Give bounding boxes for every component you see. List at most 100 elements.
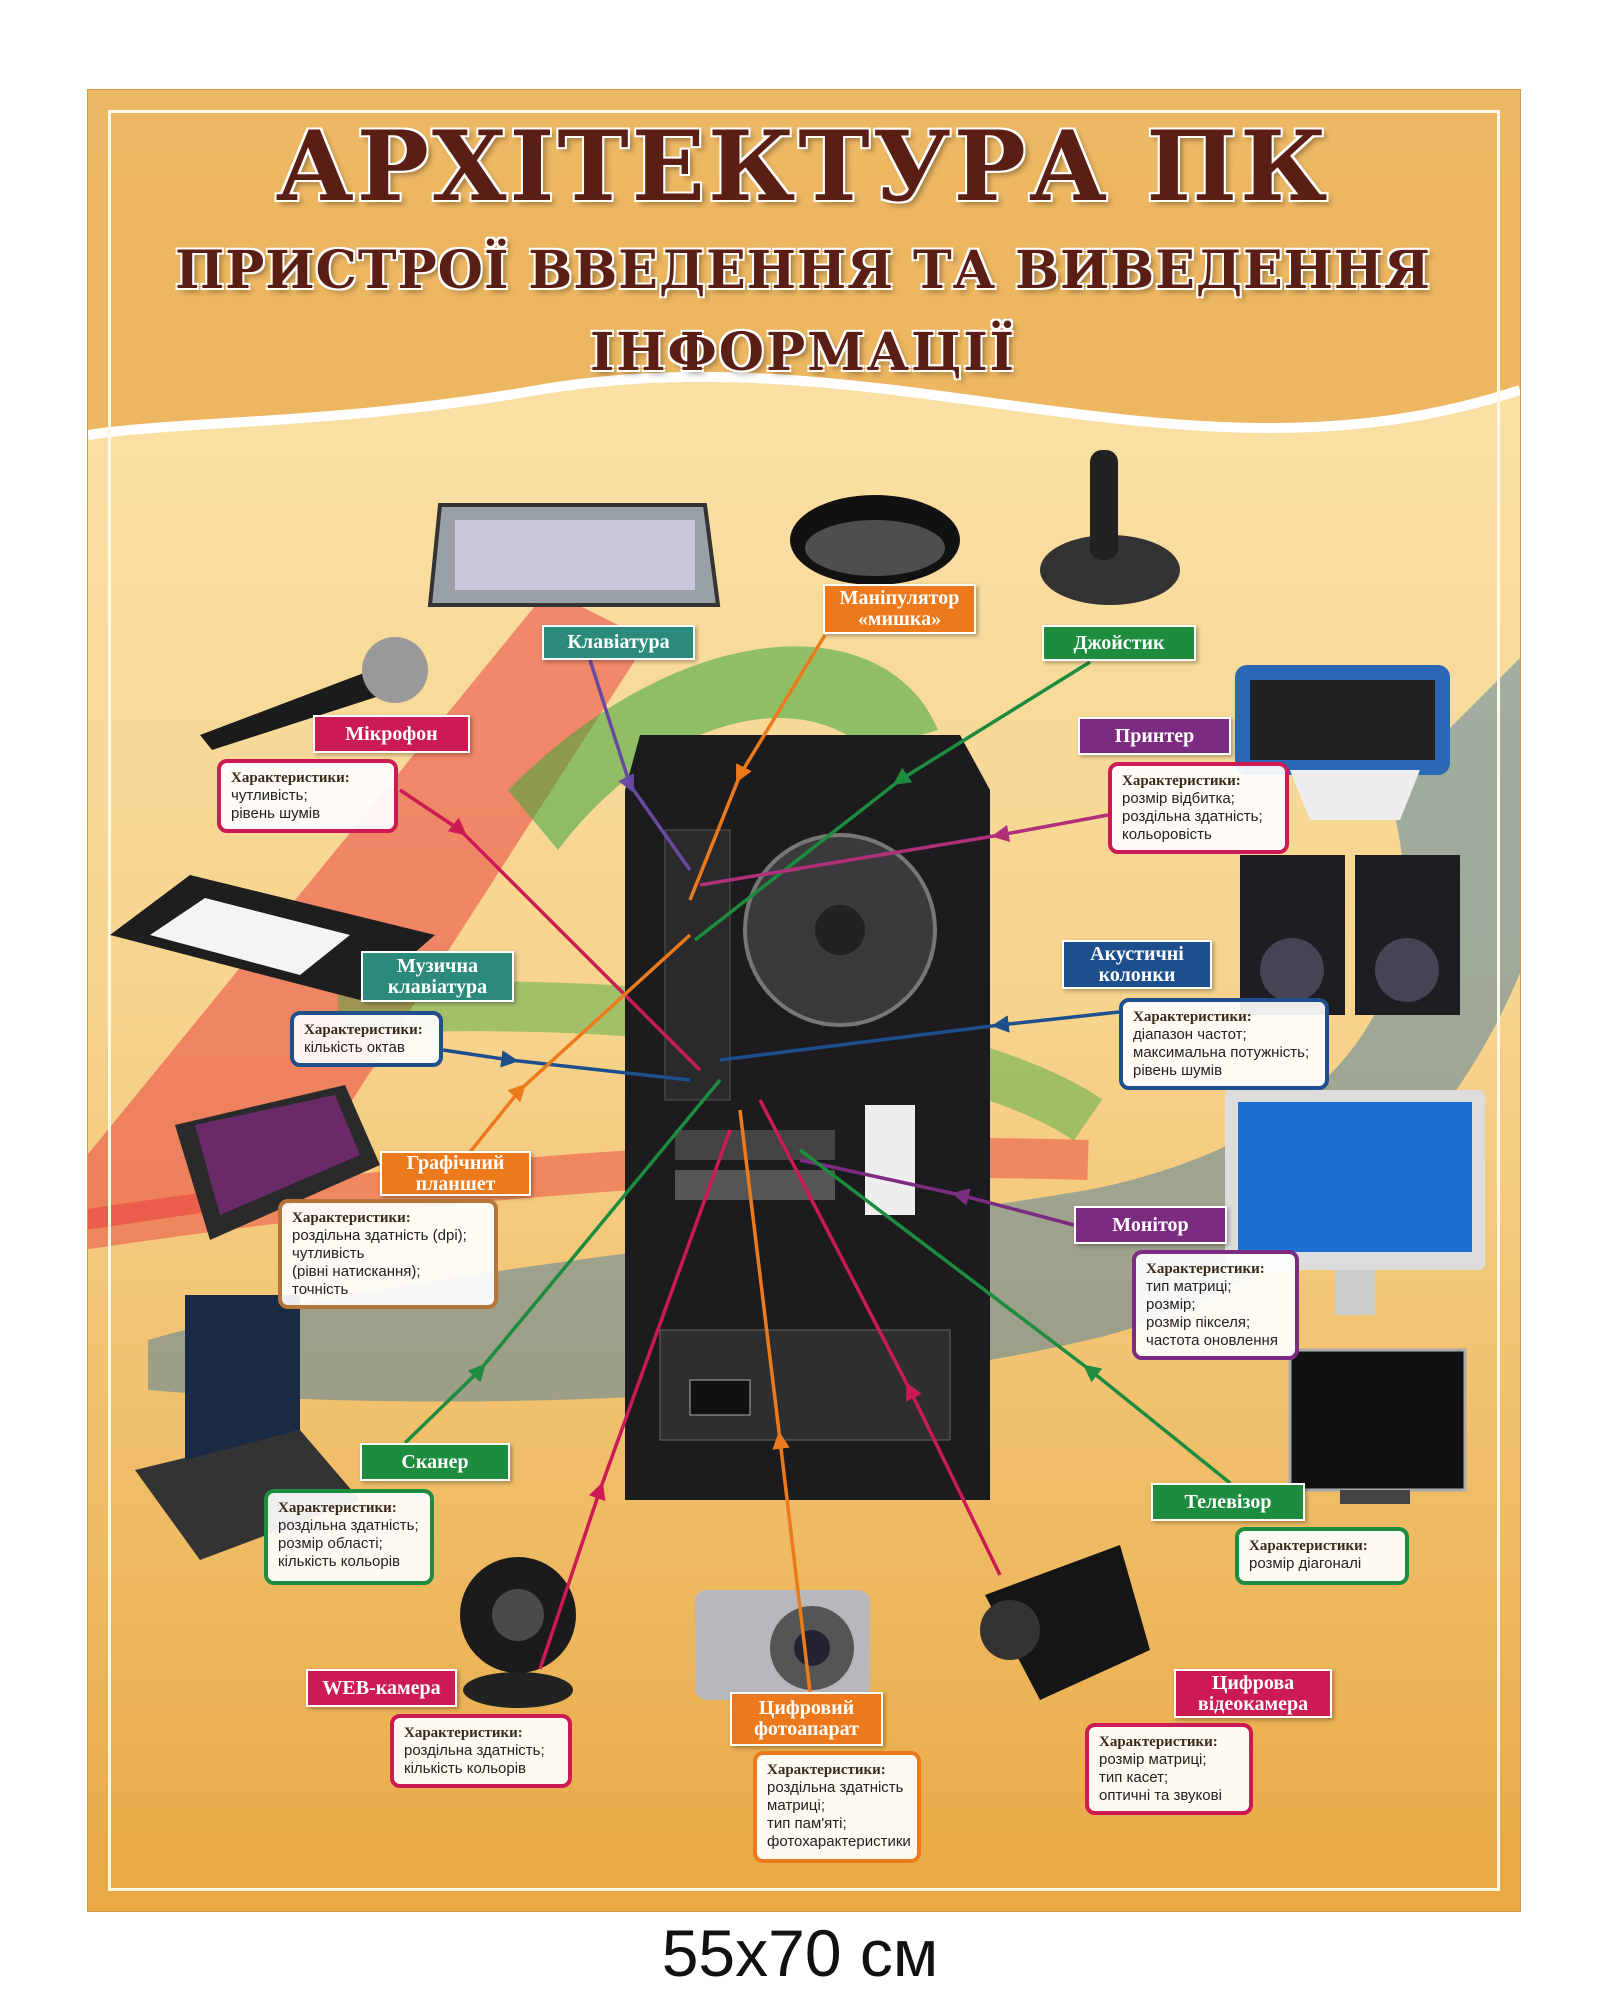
char-item: кількість кольорів bbox=[404, 1760, 527, 1777]
char-item: діапазон частот; bbox=[1133, 1026, 1247, 1043]
label-keyboard: Клавіатура bbox=[542, 625, 695, 660]
webcam-line bbox=[538, 1129, 732, 1670]
tablet-line bbox=[468, 933, 692, 1154]
printer-image bbox=[1235, 665, 1450, 820]
label-speakers: Акустичні колонки bbox=[1062, 940, 1212, 989]
characteristics-heading: Характеристики: bbox=[1099, 1734, 1218, 1750]
char-item: тип пам'яті; bbox=[767, 1815, 847, 1832]
char-item: тип касет; bbox=[1099, 1769, 1169, 1786]
monitor-characteristics: Характеристики:тип матриці;розмір;розмір… bbox=[1132, 1250, 1299, 1360]
scanner-image bbox=[135, 1295, 360, 1560]
char-item: розмір матриці; bbox=[1099, 1751, 1207, 1768]
label-printer: Принтер bbox=[1078, 717, 1231, 755]
label-tv: Телевізор bbox=[1151, 1483, 1305, 1521]
microphone-characteristics: Характеристики:чутливість;рівень шумів bbox=[217, 759, 398, 833]
label-monitor: Монітор bbox=[1074, 1206, 1227, 1244]
characteristics-heading: Характеристики: bbox=[767, 1762, 886, 1778]
logo-swoosh-red bbox=[88, 590, 648, 1230]
char-item: роздільна здатність; bbox=[1122, 808, 1263, 825]
keyboard-image bbox=[427, 503, 721, 607]
speakers-line bbox=[719, 1010, 1120, 1062]
char-item: чутливість bbox=[292, 1245, 365, 1262]
mouse-image bbox=[790, 495, 960, 585]
pc-tower-image bbox=[625, 735, 990, 1500]
label-joystick: Джойстик bbox=[1042, 625, 1196, 661]
subtitle-line-2: ІНФОРМАЦІЇ bbox=[590, 322, 1016, 383]
joystick-line bbox=[693, 660, 1091, 942]
keyboard-line bbox=[588, 659, 692, 872]
graphic-tablet-image bbox=[175, 1085, 380, 1240]
speakers-image bbox=[1240, 855, 1460, 1015]
char-item: кольоровість bbox=[1122, 826, 1212, 843]
scanner-line bbox=[403, 1078, 722, 1445]
char-item: тип матриці; bbox=[1146, 1278, 1232, 1295]
char-item: точність bbox=[292, 1281, 349, 1298]
label-camera: Цифровий фотоапарат bbox=[730, 1692, 883, 1746]
char-item: роздільна здатність; bbox=[278, 1517, 419, 1534]
char-item: роздільна здатність; bbox=[404, 1742, 545, 1759]
char-item: рівень шумів bbox=[1133, 1062, 1223, 1079]
camera-image bbox=[695, 1590, 870, 1700]
characteristics-heading: Характеристики: bbox=[1133, 1009, 1252, 1025]
webcam-characteristics: Характеристики:роздільна здатність;кільк… bbox=[390, 1714, 572, 1788]
music-keyboard-image bbox=[110, 875, 435, 1000]
printer-characteristics: Характеристики:розмір відбитка;роздільна… bbox=[1108, 762, 1289, 854]
char-item: розмір діагоналі bbox=[1249, 1555, 1362, 1572]
characteristics-heading: Характеристики: bbox=[1122, 773, 1241, 789]
monitor-image bbox=[1225, 1090, 1485, 1315]
camera-characteristics: Характеристики:роздільна здатність матри… bbox=[753, 1751, 921, 1863]
joystick-image bbox=[1040, 450, 1180, 605]
label-videocamera: Цифрова відеокамера bbox=[1174, 1669, 1332, 1718]
characteristics-heading: Характеристики: bbox=[404, 1725, 523, 1741]
label-graphic-tablet: Графічний планшет bbox=[380, 1151, 531, 1196]
char-item: роздільна здатність (dpi); bbox=[292, 1227, 467, 1244]
tablet-characteristics: Характеристики:роздільна здатність (dpi)… bbox=[278, 1199, 498, 1309]
characteristics-heading: Характеристики: bbox=[278, 1500, 397, 1516]
char-item: роздільна здатність матриці; bbox=[767, 1779, 904, 1814]
printer-line bbox=[699, 813, 1109, 887]
logo-swoosh-green bbox=[508, 646, 938, 850]
char-item: кількість кольорів bbox=[278, 1553, 401, 1570]
char-item: чутливість; bbox=[231, 787, 308, 804]
characteristics-heading: Характеристики: bbox=[1146, 1261, 1265, 1277]
label-microphone: Мікрофон bbox=[313, 715, 470, 753]
music-keyboard-characteristics: Характеристики:кількість октав bbox=[290, 1011, 443, 1067]
characteristics-heading: Характеристики: bbox=[304, 1022, 423, 1038]
characteristics-heading: Характеристики: bbox=[292, 1210, 411, 1226]
char-item: частота оновлення bbox=[1146, 1332, 1278, 1349]
tv-characteristics: Характеристики:розмір діагоналі bbox=[1235, 1527, 1409, 1585]
char-item: кількість октав bbox=[304, 1039, 405, 1056]
char-item: (рівні натискання); bbox=[292, 1263, 421, 1280]
videocamera-line bbox=[758, 1099, 1002, 1576]
speakers-characteristics: Характеристики:діапазон частот;максималь… bbox=[1119, 998, 1329, 1090]
microphone-image bbox=[200, 637, 428, 750]
subtitle-line-1: ПРИСТРОЇ ВВЕДЕННЯ ТА ВИВЕДЕННЯ bbox=[175, 240, 1431, 301]
camera-line bbox=[738, 1109, 812, 1693]
label-scanner: Сканер bbox=[360, 1443, 510, 1481]
char-item: оптичні та звукові bbox=[1099, 1787, 1222, 1804]
tv-line bbox=[798, 1148, 1232, 1485]
videocamera-image bbox=[980, 1545, 1150, 1700]
videocamera-characteristics: Характеристики:розмір матриці;тип касет;… bbox=[1085, 1723, 1253, 1815]
label-mouse: Маніпулятор «мишка» bbox=[823, 584, 976, 634]
characteristics-heading: Характеристики: bbox=[231, 770, 350, 786]
microphone-line bbox=[399, 788, 702, 1072]
label-webcam: WEB-камера bbox=[306, 1669, 457, 1707]
label-music-keyboard: Музична клавіатура bbox=[361, 951, 514, 1002]
music-keyboard-line bbox=[442, 1048, 691, 1082]
char-item: фотохарактеристики bbox=[767, 1833, 911, 1850]
monitor-line bbox=[799, 1158, 1075, 1227]
char-item: розмір області; bbox=[278, 1535, 383, 1552]
char-item: розмір пікселя; bbox=[1146, 1314, 1251, 1331]
scanner-characteristics: Характеристики:роздільна здатність;розмі… bbox=[264, 1489, 434, 1585]
page-title: АРХІТЕКТУРА ПК bbox=[275, 110, 1331, 223]
mouse-line bbox=[688, 634, 827, 901]
char-item: максимальна потужність; bbox=[1133, 1044, 1310, 1061]
char-item: розмір відбитка; bbox=[1122, 790, 1235, 807]
tv-image bbox=[1288, 1348, 1467, 1504]
char-item: рівень шумів bbox=[231, 805, 321, 822]
size-caption: 55x70 см bbox=[661, 1916, 939, 1990]
characteristics-heading: Характеристики: bbox=[1249, 1538, 1368, 1554]
